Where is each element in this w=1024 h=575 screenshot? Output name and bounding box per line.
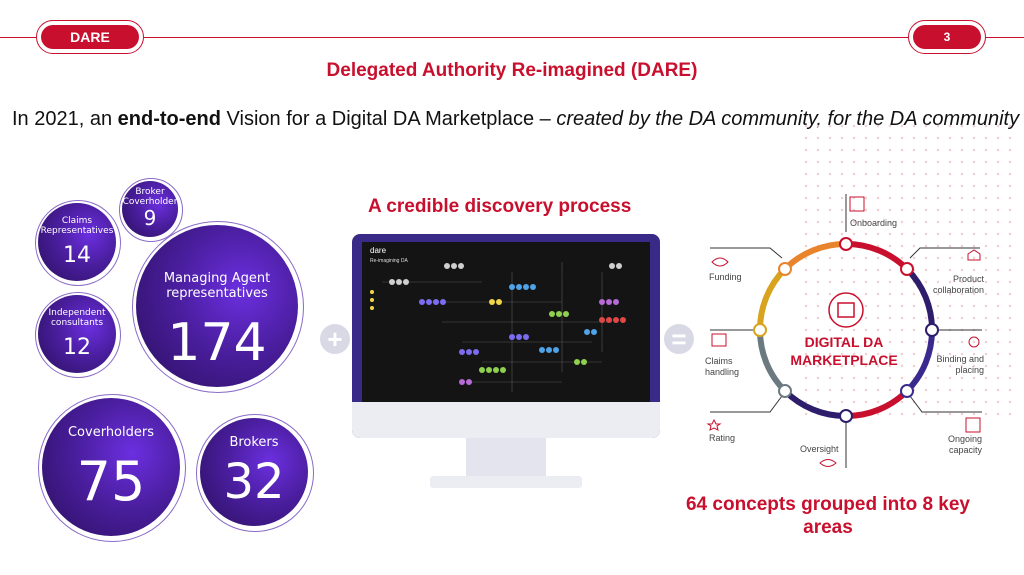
monitor-chin bbox=[352, 402, 660, 438]
brand-badge-label: DARE bbox=[41, 25, 139, 49]
plus-icon: + bbox=[320, 324, 350, 354]
binding-placing-icon bbox=[968, 336, 980, 348]
monitor-base bbox=[430, 476, 582, 488]
equals-icon: = bbox=[664, 324, 694, 354]
participant-value: 32 bbox=[223, 454, 285, 510]
monitor-stand bbox=[466, 438, 546, 478]
screen-brand: dare bbox=[370, 246, 387, 255]
participant-brokers: Brokers 32 bbox=[200, 418, 308, 526]
concept-map-graphic bbox=[370, 262, 626, 392]
rating-stars-icon bbox=[706, 418, 722, 431]
ongoing-capacity-icon bbox=[965, 417, 981, 433]
participant-coverholders: Coverholders 75 bbox=[42, 398, 180, 536]
subtitle-bold: end-to-end bbox=[117, 108, 221, 130]
wheel-center-line2: MARKETPLACE bbox=[790, 351, 898, 368]
discovery-title: A credible discovery process bbox=[368, 196, 632, 217]
screen-title: Re-imagining DA bbox=[370, 258, 408, 264]
area-rating: Rating bbox=[709, 433, 736, 443]
onboarding-icon bbox=[849, 196, 865, 212]
marketplace-wheel bbox=[706, 194, 982, 468]
area-binding-placing: Binding and placing bbox=[936, 354, 984, 375]
page-title: Delegated Authority Re-imagined (DARE) bbox=[326, 60, 698, 81]
funding-icon bbox=[711, 257, 729, 267]
oversight-eye-icon bbox=[819, 459, 837, 467]
participant-value: 14 bbox=[63, 243, 91, 268]
area-oversight: Oversight bbox=[800, 444, 839, 454]
page-number: 3 bbox=[913, 25, 981, 49]
claims-handling-icon bbox=[711, 333, 727, 347]
area-onboarding: Onboarding bbox=[850, 218, 898, 228]
subtitle-part2: Vision for a Digital DA Marketplace – bbox=[220, 108, 557, 130]
participant-managing-agent-representatives: Managing Agent representatives 174 bbox=[136, 225, 298, 387]
subtitle-part1: In 2021, an bbox=[12, 108, 118, 130]
area-claims-handling: Claims handling bbox=[705, 356, 740, 377]
concepts-summary: 64 concepts grouped into 8 key areas bbox=[685, 494, 971, 538]
monitor-screen: dare Re-imagining DA bbox=[362, 242, 650, 402]
participant-value: 174 bbox=[167, 313, 267, 373]
product-collaboration-icon bbox=[967, 249, 981, 261]
wheel-center-line1: DIGITAL DA bbox=[804, 334, 884, 350]
participant-label: Independent consultants bbox=[48, 308, 106, 329]
area-ongoing-capacity: Ongoing capacity bbox=[947, 434, 982, 455]
wheel-center-label: DIGITAL DA MARKETPLACE bbox=[780, 334, 908, 369]
participant-value: 12 bbox=[63, 335, 91, 360]
participant-claims-representatives: Claims Representatives 14 bbox=[38, 203, 116, 281]
brand-badge: DARE bbox=[36, 20, 144, 54]
participant-label: Coverholders bbox=[67, 425, 154, 440]
participant-label: Broker Coverholder bbox=[122, 187, 178, 208]
header-rule bbox=[0, 37, 1024, 38]
participant-label: Managing Agent representatives bbox=[163, 271, 271, 301]
page-number-badge: 3 bbox=[908, 20, 986, 54]
area-product-collaboration: Product collaboration bbox=[932, 274, 984, 295]
participant-label: Brokers bbox=[229, 435, 279, 450]
area-funding: Funding bbox=[709, 272, 742, 282]
participant-value: 75 bbox=[76, 450, 146, 513]
participant-independent-consultants: Independent consultants 12 bbox=[38, 295, 116, 373]
participant-label: Claims Representatives bbox=[40, 216, 114, 237]
marketplace-icon bbox=[828, 292, 864, 328]
participant-value: 9 bbox=[143, 206, 157, 230]
participant-broker-coverholder: Broker Coverholder 9 bbox=[122, 181, 178, 237]
